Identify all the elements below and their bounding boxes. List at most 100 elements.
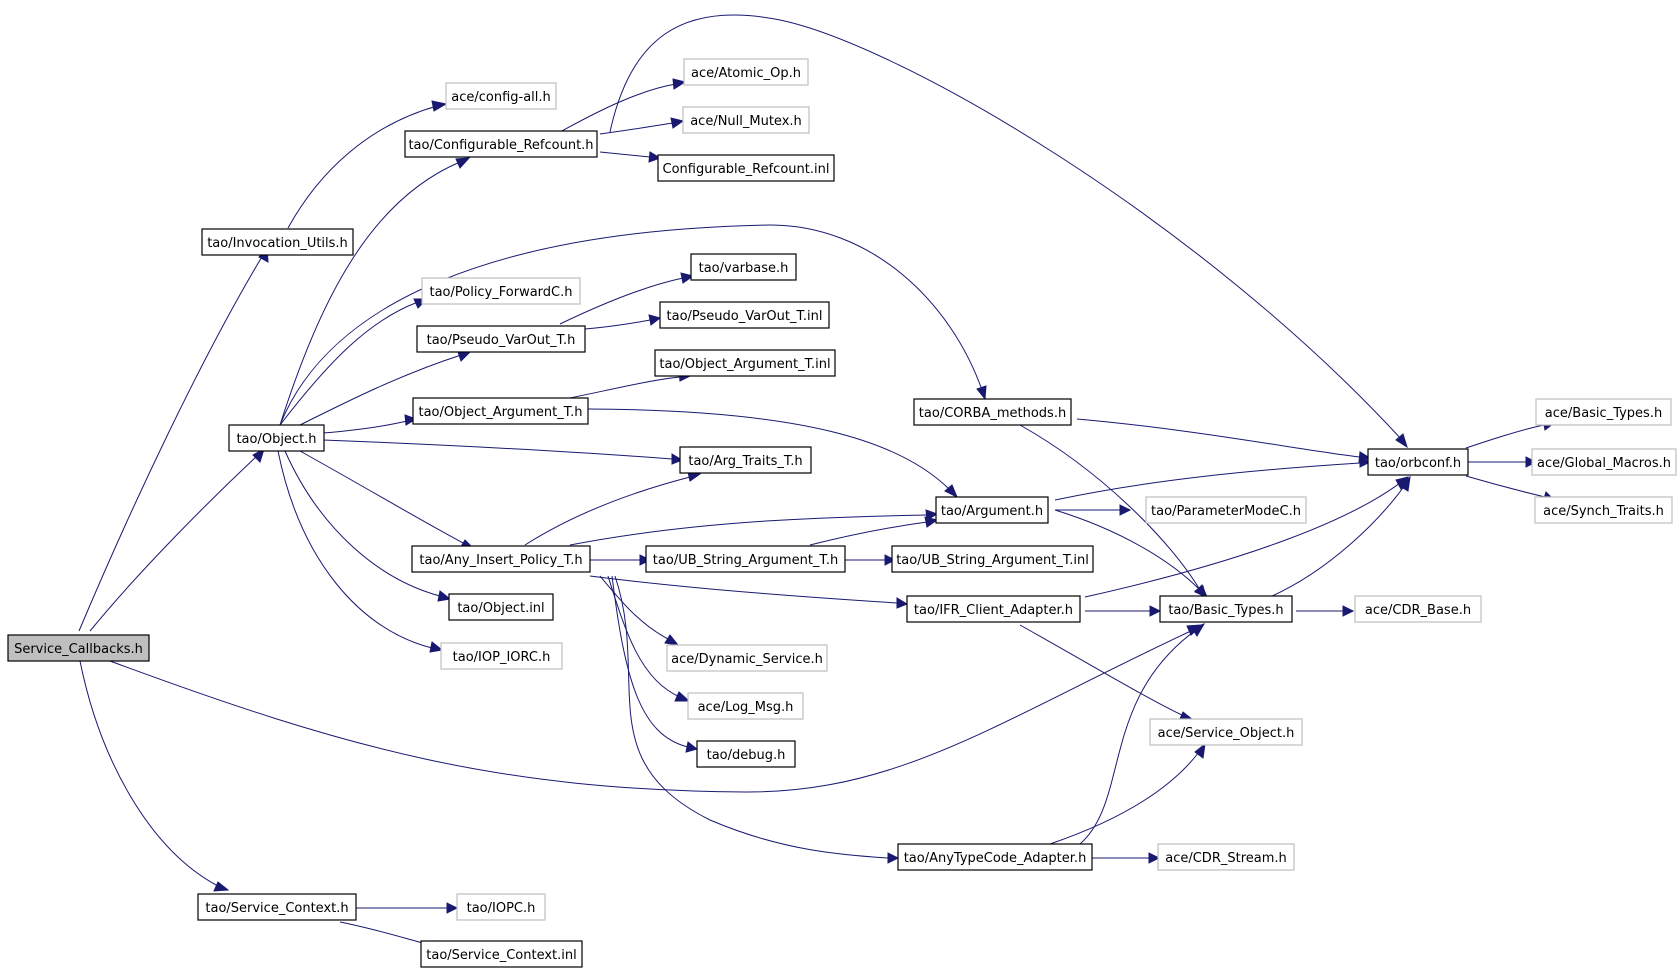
edge-corba-methods-to-orbconf: [1076, 418, 1372, 463]
edge-object-to-object-inl: [284, 450, 452, 602]
node-service-context-inl[interactable]: tao/Service_Context.inl: [420, 940, 583, 968]
node-cdr-base[interactable]: ace/CDR_Base.h: [1354, 595, 1482, 623]
edge-basic-types-tao-to-orbconf: [1269, 475, 1411, 598]
edge-service-callbacks-to-basic-types-tao: [109, 624, 1204, 793]
node-service-context[interactable]: tao/Service_Context.h: [197, 893, 357, 921]
edge-ub-string-to-inl: [845, 554, 897, 566]
edge-object-argument-to-argument: [587, 408, 958, 499]
node-parametermodec[interactable]: tao/ParameterModeC.h: [1145, 496, 1307, 524]
node-configurable-refcount[interactable]: tao/Configurable_Refcount.h: [404, 130, 598, 158]
node-object-h[interactable]: tao/Object.h: [228, 424, 325, 452]
edge-object-to-corba-methods: [279, 224, 987, 426]
node-anytypecode-adapter[interactable]: tao/AnyTypeCode_Adapter.h: [897, 843, 1093, 871]
node-label: tao/Arg_Traits_T.h: [688, 454, 802, 469]
node-label: tao/Basic_Types.h: [1168, 603, 1283, 618]
edge-any-insert-to-debug: [611, 575, 699, 753]
edge-refcount-to-atomic-op: [559, 78, 687, 133]
node-service-callbacks[interactable]: Service_Callbacks.h: [7, 634, 150, 662]
node-label: tao/Pseudo_VarOut_T.inl: [667, 309, 823, 324]
edge-corba-methods-to-basic-types-tao: [1019, 424, 1207, 600]
node-basic-types-tao[interactable]: tao/Basic_Types.h: [1159, 595, 1293, 623]
node-label: ace/Log_Msg.h: [698, 700, 794, 715]
node-service-object[interactable]: ace/Service_Object.h: [1149, 718, 1303, 746]
node-label: Configurable_Refcount.inl: [663, 162, 830, 177]
node-ub-string-argument-inl[interactable]: tao/UB_String_Argument_T.inl: [891, 545, 1094, 573]
edge-anytypecode-to-service-object: [1049, 742, 1206, 845]
edge-service-callbacks-to-object: [89, 447, 265, 632]
node-iopc[interactable]: tao/IOPC.h: [456, 893, 546, 921]
node-label: tao/Pseudo_VarOut_T.h: [427, 333, 576, 348]
edge-any-insert-to-log-msg: [607, 575, 691, 702]
edge-anytypecode-to-cdr-stream: [1091, 852, 1161, 864]
node-any-insert-policy[interactable]: tao/Any_Insert_Policy_T.h: [411, 545, 591, 573]
node-ifr-client-adapter[interactable]: tao/IFR_Client_Adapter.h: [906, 595, 1081, 623]
node-label: tao/CORBA_methods.h: [919, 406, 1066, 421]
graph-edges: [78, 14, 1556, 952]
edge-pseudo-varout-to-varbase: [559, 272, 695, 325]
edge-ub-string-to-argument: [809, 516, 939, 546]
edge-object-to-iop-iorc: [277, 450, 444, 653]
edge-any-insert-to-ifr: [589, 575, 909, 609]
node-orbconf[interactable]: tao/orbconf.h: [1367, 448, 1469, 476]
edge-service-callbacks-to-service-context: [79, 660, 230, 892]
edge-any-insert-to-ub-string: [590, 554, 652, 566]
edge-ifr-to-orbconf: [1084, 476, 1410, 598]
node-label: ace/Null_Mutex.h: [690, 114, 802, 129]
node-label: ace/Global_Macros.h: [1537, 456, 1671, 471]
edge-object-to-any-insert-policy: [299, 450, 476, 550]
node-label: ace/config-all.h: [451, 90, 551, 105]
node-ub-string-argument[interactable]: tao/UB_String_Argument_T.h: [645, 545, 846, 573]
node-label: Service_Callbacks.h: [14, 642, 143, 657]
edge-object-to-object-argument: [322, 414, 418, 434]
node-label: ace/Service_Object.h: [1158, 726, 1295, 741]
edge-any-insert-to-argument: [569, 509, 939, 546]
edge-any-insert-to-dynamic-service: [599, 575, 680, 646]
node-configurable-refcount-inl[interactable]: Configurable_Refcount.inl: [657, 154, 835, 182]
node-config-all[interactable]: ace/config-all.h: [445, 82, 557, 110]
node-policy-forwardc[interactable]: tao/Policy_ForwardC.h: [421, 277, 581, 305]
node-synch-traits[interactable]: ace/Synch_Traits.h: [1534, 496, 1673, 524]
node-object-argument[interactable]: tao/Object_Argument_T.h: [412, 397, 589, 425]
node-log-msg[interactable]: ace/Log_Msg.h: [687, 692, 804, 720]
node-label: tao/Any_Insert_Policy_T.h: [419, 553, 582, 568]
edge-object-to-refcount: [279, 157, 471, 426]
node-debug[interactable]: tao/debug.h: [696, 740, 796, 768]
edge-argument-to-orbconf: [1054, 456, 1372, 501]
node-invocation-utils[interactable]: tao/Invocation_Utils.h: [201, 228, 354, 256]
edge-anytypecode-to-basic-types-tao: [1079, 623, 1206, 845]
node-label: tao/UB_String_Argument_T.h: [653, 553, 838, 568]
node-label: ace/CDR_Base.h: [1365, 603, 1471, 618]
edge-argument-to-parametermodec: [1055, 504, 1132, 516]
node-label: tao/ParameterModeC.h: [1151, 504, 1301, 519]
node-atomic-op[interactable]: ace/Atomic_Op.h: [683, 58, 809, 86]
node-object-argument-inl[interactable]: tao/Object_Argument_T.inl: [654, 349, 836, 377]
node-label: ace/Atomic_Op.h: [691, 66, 801, 81]
node-iop-iorc[interactable]: tao/IOP_IORC.h: [440, 642, 563, 670]
node-pseudo-varout-inl[interactable]: tao/Pseudo_VarOut_T.inl: [659, 301, 830, 329]
node-global-macros[interactable]: ace/Global_Macros.h: [1531, 448, 1677, 476]
node-label: tao/UB_String_Argument_T.inl: [896, 553, 1089, 568]
edge-any-insert-to-anytypecode: [614, 575, 900, 864]
node-dynamic-service[interactable]: ace/Dynamic_Service.h: [666, 644, 828, 672]
edge-invocation-utils-to-config-all: [287, 100, 448, 229]
edge-refcount-to-null-mutex: [599, 117, 685, 135]
node-corba-methods[interactable]: tao/CORBA_methods.h: [913, 398, 1072, 426]
node-argument[interactable]: tao/Argument.h: [935, 496, 1049, 524]
node-null-mutex[interactable]: ace/Null_Mutex.h: [682, 106, 810, 134]
node-varbase[interactable]: tao/varbase.h: [690, 253, 797, 281]
node-label: tao/Object.inl: [457, 601, 544, 616]
node-label: tao/debug.h: [707, 748, 786, 763]
node-label: tao/Policy_ForwardC.h: [429, 285, 572, 300]
node-label: tao/Configurable_Refcount.h: [408, 138, 593, 153]
node-object-inl[interactable]: tao/Object.inl: [448, 593, 554, 621]
node-arg-traits[interactable]: tao/Arg_Traits_T.h: [679, 446, 812, 474]
node-label: tao/Service_Context.h: [205, 901, 348, 916]
node-label: tao/Object_Argument_T.h: [418, 405, 582, 420]
node-pseudo-varout[interactable]: tao/Pseudo_VarOut_T.h: [416, 325, 586, 353]
node-label: tao/IFR_Client_Adapter.h: [914, 603, 1073, 618]
node-basic-types-ace[interactable]: ace/Basic_Types.h: [1535, 398, 1672, 426]
node-label: tao/IOP_IORC.h: [453, 650, 551, 665]
node-cdr-stream[interactable]: ace/CDR_Stream.h: [1157, 843, 1295, 871]
node-label: tao/AnyTypeCode_Adapter.h: [904, 851, 1087, 866]
